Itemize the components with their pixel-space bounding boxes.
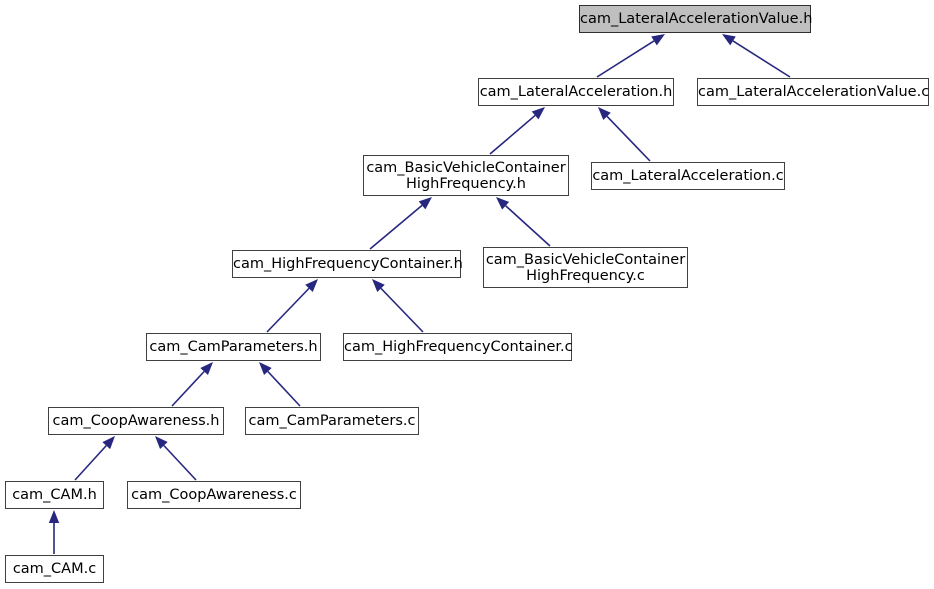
graph-node-lateral_acceleration_value_h[interactable]: cam_LateralAccelerationValue.h [579,5,813,33]
graph-node-label: cam_CAM.c [12,561,97,577]
graph-node-label: cam_HighFrequencyContainer.c [344,339,573,355]
graph-edge-high_frequency_container_c-to-high_frequency_container_h [372,279,424,333]
arrowhead-icon [496,197,510,210]
graph-node-coop_awareness_c[interactable]: cam_CoopAwareness.c [127,481,301,509]
graph-node-lateral_acceleration_value_c[interactable]: cam_LateralAccelerationValue.c [697,78,929,106]
graph-edge-basic_vehicle_container_high_frequency_c-to-basic_vehicle_container_high_frequency_h [496,197,551,247]
graph-node-label: cam_BasicVehicleContainer HighFrequency.… [485,251,686,284]
graph-edge-cam_parameters_h-to-high_frequency_container_h [266,279,318,333]
graph-edge-coop_awareness_h-to-cam_parameters_h [171,362,213,407]
graph-node-label: cam_CAM.h [12,487,97,503]
graph-node-label: cam_HighFrequencyContainer.h [233,256,463,272]
graph-node-label: cam_LateralAccelerationValue.c [698,84,930,100]
graph-node-lateral_acceleration_h[interactable]: cam_LateralAcceleration.h [478,78,674,106]
arrowhead-icon [259,362,272,376]
graph-edge-lateral_acceleration_c-to-lateral_acceleration_h [598,107,651,162]
arrowhead-icon [305,279,318,292]
graph-node-label: cam_LateralAccelerationValue.h [580,11,813,27]
graph-node-basic_vehicle_container_high_frequency_c[interactable]: cam_BasicVehicleContainer HighFrequency.… [483,247,688,288]
graph-edge-coop_awareness_c-to-coop_awareness_h [155,436,197,481]
graph-node-high_frequency_container_h[interactable]: cam_HighFrequencyContainer.h [232,250,463,278]
graph-node-label: cam_CamParameters.h [149,339,318,355]
graph-node-label: cam_LateralAcceleration.h [479,84,673,100]
graph-node-cam_parameters_c[interactable]: cam_CamParameters.c [245,407,419,435]
graph-node-coop_awareness_h[interactable]: cam_CoopAwareness.h [48,407,224,435]
graph-edge-basic_vehicle_container_high_frequency_h-to-lateral_acceleration_h [489,107,545,155]
graph-node-label: cam_CoopAwareness.h [52,413,220,429]
arrowhead-icon [598,107,611,120]
graph-node-basic_vehicle_container_high_frequency_h[interactable]: cam_BasicVehicleContainer HighFrequency.… [363,155,569,196]
graph-node-cam_parameters_h[interactable]: cam_CamParameters.h [146,333,321,361]
arrowhead-icon [372,279,385,292]
graph-node-cam_h[interactable]: cam_CAM.h [5,481,104,509]
graph-node-lateral_acceleration_c[interactable]: cam_LateralAcceleration.c [591,162,785,190]
arrowhead-icon [531,107,545,120]
arrowhead-icon [651,34,665,46]
graph-edge-high_frequency_container_h-to-basic_vehicle_container_high_frequency_h [369,197,432,250]
graph-node-label: cam_CamParameters.c [248,413,416,429]
graph-node-label: cam_BasicVehicleContainer HighFrequency.… [366,159,566,192]
arrowhead-icon [155,436,168,450]
graph-edge-cam_c-to-cam_h [48,510,60,554]
graph-edge-cam_h-to-coop_awareness_h [74,436,115,481]
graph-edge-cam_parameters_c-to-cam_parameters_h [259,362,301,407]
graph-node-cam_c[interactable]: cam_CAM.c [5,555,104,583]
graph-node-high_frequency_container_c[interactable]: cam_HighFrequencyContainer.c [343,333,573,361]
graph-node-label: cam_CoopAwareness.c [131,487,297,503]
arrowhead-icon [48,510,60,523]
arrowhead-icon [722,34,736,46]
arrowhead-icon [418,197,432,210]
graph-edge-lateral_acceleration_h-to-lateral_acceleration_value_h [596,34,665,78]
arrowhead-icon [102,436,115,450]
graph-node-label: cam_LateralAcceleration.c [592,168,784,184]
arrowhead-icon [200,362,213,376]
graph-edge-lateral_acceleration_value_c-to-lateral_acceleration_value_h [722,34,791,78]
